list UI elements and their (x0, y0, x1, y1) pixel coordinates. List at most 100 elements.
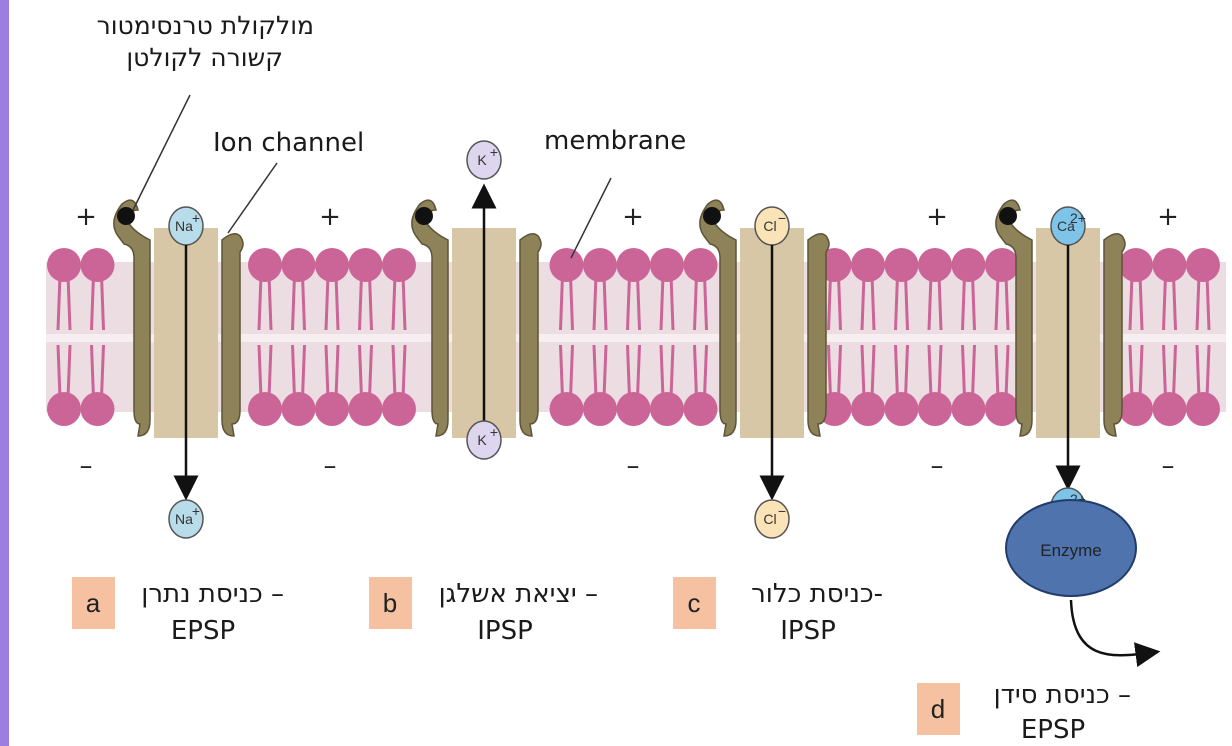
plus-sign: + (75, 202, 97, 232)
enzyme-output-arrow (1069, 599, 1161, 668)
effect-c: IPSP (780, 616, 836, 646)
tag-box-a (72, 577, 115, 629)
enzyme-label: Enzyme (1040, 541, 1101, 560)
lipid-pair (683, 248, 718, 426)
lipid-head (1186, 248, 1220, 282)
neurotransmitter-label-line2: קשורה לקולטן (126, 43, 283, 72)
lipid-head (884, 248, 919, 282)
lipid-head (683, 248, 718, 282)
lipid-pair (851, 248, 885, 426)
lipid-pair (315, 248, 349, 426)
ion-circle (754, 499, 790, 539)
lipid-head (281, 248, 316, 282)
membrane-pointer (570, 177, 612, 259)
lipid-head (683, 392, 718, 426)
channel-b: K+K+ (411, 140, 542, 460)
lipid-head (616, 248, 651, 282)
channel-labels: a כניסת נתרן – EPSP b יציאת אשלגן – IPSP… (72, 577, 1131, 745)
effect-a: EPSP (171, 616, 235, 646)
lipid-head (851, 248, 885, 282)
minus-sign: – (324, 451, 337, 481)
lipid-head (315, 392, 349, 426)
ion-symbol: Cl (763, 218, 776, 234)
minus-sign: – (627, 451, 640, 481)
minus-sign: – (1162, 451, 1175, 481)
tag-box-c (673, 577, 716, 629)
lipid-head (1152, 392, 1187, 426)
ion-charge: − (778, 210, 786, 226)
lipid-pair (248, 248, 282, 426)
lipid-bilayer (47, 248, 1220, 426)
ion-channel-label: Ion channel (213, 128, 364, 158)
ion-inside: K+ (466, 420, 502, 460)
ion-channel-pointer (227, 162, 278, 234)
ion-outside: K+ (466, 140, 502, 180)
tag-box-d (917, 683, 960, 735)
lipid-head (650, 392, 684, 426)
title-b: יציאת אשלגן – (439, 579, 598, 609)
membrane-label: membrane (544, 126, 686, 156)
lipid-pair (951, 248, 986, 426)
ion-symbol: K (477, 432, 487, 448)
lipid-head (583, 392, 617, 426)
ion-outside: Cl− (754, 206, 790, 246)
effect-b: IPSP (477, 616, 533, 646)
lipid-pair (47, 248, 81, 426)
ion-symbol: K (477, 152, 487, 168)
enzyme-group: Enzyme (1005, 499, 1161, 668)
lipid-head (47, 392, 81, 426)
tag-letter-d: d (931, 694, 945, 724)
ion-inside: Cl− (754, 499, 790, 539)
lipid-head (918, 248, 952, 282)
minus-sign: – (80, 451, 93, 481)
lipid-head (884, 392, 919, 426)
lipid-pair (1186, 248, 1220, 426)
effect-d: EPSP (1021, 715, 1085, 745)
channel-c: Cl−Cl− (699, 199, 830, 539)
lipid-head (1186, 392, 1220, 426)
lipid-pair (985, 248, 1019, 426)
lipid-head (1119, 392, 1153, 426)
lipid-head (616, 392, 651, 426)
lipid-head (248, 392, 282, 426)
lipid-pair (281, 248, 316, 426)
ion-circle (466, 140, 502, 180)
lipid-pair (583, 248, 617, 426)
plus-sign: + (319, 202, 341, 232)
lipid-head (951, 248, 986, 282)
title-d: כניסת סידן – (994, 680, 1131, 710)
plus-sign: + (926, 202, 948, 232)
title-a: כניסת נתרן – (141, 579, 284, 609)
ion-symbol: Na (175, 218, 193, 234)
lipid-pair (884, 248, 919, 426)
label-b: b יציאת אשלגן – IPSP (369, 577, 598, 646)
lipid-head (583, 248, 617, 282)
lipid-head (549, 392, 584, 426)
neurotransmitter-dot (117, 207, 135, 225)
ion-symbol: Na (175, 511, 193, 527)
ion-charge: + (192, 210, 200, 226)
lipid-head (549, 248, 584, 282)
lipid-pair (1119, 248, 1153, 426)
tag-letter-b: b (383, 588, 397, 618)
lipid-head (382, 248, 416, 282)
lipid-pair (918, 248, 952, 426)
lipid-head (918, 392, 952, 426)
neurotransmitter-dot (999, 207, 1017, 225)
ion-charge: + (490, 144, 498, 160)
channel-right-wall (1103, 233, 1126, 437)
channel-a: Na+Na+ (113, 199, 244, 539)
ion-symbol: Ca (1057, 218, 1075, 234)
lipid-head (80, 392, 115, 426)
tag-letter-a: a (86, 588, 101, 618)
lipid-head (315, 248, 349, 282)
left-accent-bar (0, 0, 9, 746)
lipid-head (47, 248, 81, 282)
neurotransmitter-label-line1: מולקולת טרנסימטור (97, 11, 314, 40)
channel-right-wall (807, 233, 830, 437)
lipid-head (985, 392, 1019, 426)
channel-right-wall (221, 233, 244, 437)
lipid-head (382, 392, 416, 426)
lipid-head (281, 392, 316, 426)
lipid-pair (1152, 248, 1187, 426)
